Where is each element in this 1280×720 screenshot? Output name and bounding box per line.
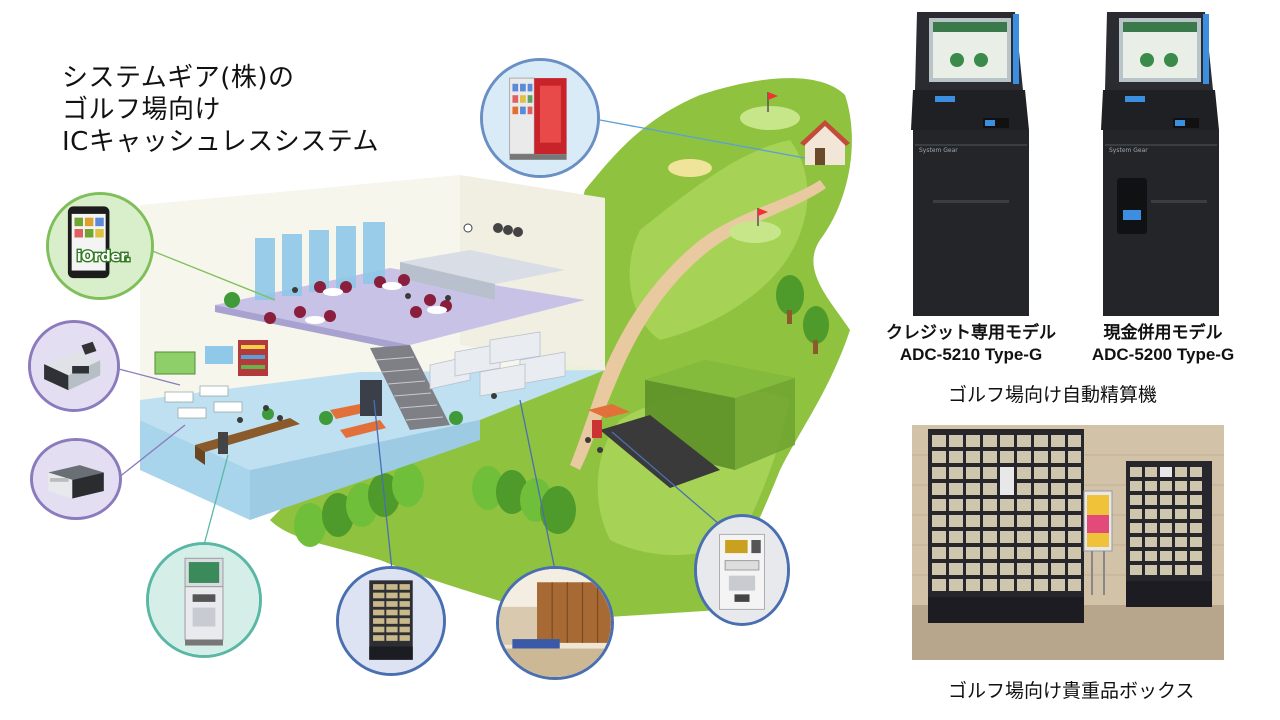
ball-dispenser-callout: [694, 514, 790, 626]
kiosk-adc-5210-label: クレジット専用モデル ADC-5210 Type-G: [876, 322, 1066, 366]
staircase: [370, 345, 450, 430]
svg-text:System Gear: System Gear: [1109, 147, 1148, 154]
card-printer-callout: [30, 438, 122, 520]
restaurant-windows: [255, 222, 385, 300]
valuables-locker-photo: [912, 425, 1224, 660]
iorder-app-callout: iOrder.: [46, 192, 154, 300]
diagram-title: システムギア(株)の ゴルフ場向け ICキャッシュレスシステム: [62, 62, 379, 158]
valuables-locker-callout: [336, 566, 446, 676]
clubhouse-icon: [800, 120, 850, 165]
green-top: [740, 106, 800, 130]
locker-caption: ゴルフ場向け貴重品ボックス: [948, 680, 1195, 702]
bill-counter-callout: [28, 320, 120, 412]
people: [237, 223, 603, 453]
office-desks: [164, 385, 243, 419]
kiosk-adc-5210-photo: System Gear: [905, 10, 1030, 318]
locker-room-callout: [496, 566, 614, 680]
kitchen-counter: [400, 250, 565, 284]
svg-text:System Gear: System Gear: [919, 147, 958, 154]
kiosk-adc-5210-model: ADC-5210 Type-G: [899, 345, 1043, 364]
title-line-3: ICキャッシュレスシステム: [62, 127, 380, 157]
vending-machine-callout: [480, 58, 600, 178]
golf-course-illustration: [114, 78, 852, 620]
trees: [294, 275, 829, 547]
kiosk-adc-5200-label: 現金併用モデル ADC-5200 Type-G: [1068, 322, 1258, 366]
locker-rows: [429, 331, 566, 397]
lobby-floor-front: [140, 420, 250, 520]
title-line-2: ゴルフ場向け: [62, 95, 222, 125]
plants: [224, 292, 463, 425]
iorder-logo: iOrder.: [77, 249, 131, 265]
lobby-kiosk: [218, 432, 228, 454]
restaurant-tables: [264, 274, 452, 324]
title-line-1: システムギア(株)の: [62, 63, 295, 93]
entrance-canopy: [588, 404, 630, 418]
green-mid: [729, 221, 781, 243]
kiosk-adc-5200-photo: System Gear: [1095, 10, 1220, 318]
bunker: [668, 159, 712, 177]
kiosk-adc-5200-name: 現金併用モデル: [1103, 323, 1223, 342]
course-vending-machine: [592, 420, 602, 438]
settlement-kiosk-callout: [146, 542, 262, 658]
kiosk-adc-5210-name: クレジット専用モデル: [886, 323, 1056, 342]
kiosk-adc-5200-model: ADC-5200 Type-G: [1091, 345, 1235, 364]
whiteboard: [154, 351, 196, 375]
kiosk-caption: ゴルフ場向け自動精算機: [948, 384, 1158, 406]
driving-range-net: [600, 360, 795, 488]
lobby-floor: [140, 370, 605, 470]
lobby-valuables-box: [360, 380, 382, 416]
